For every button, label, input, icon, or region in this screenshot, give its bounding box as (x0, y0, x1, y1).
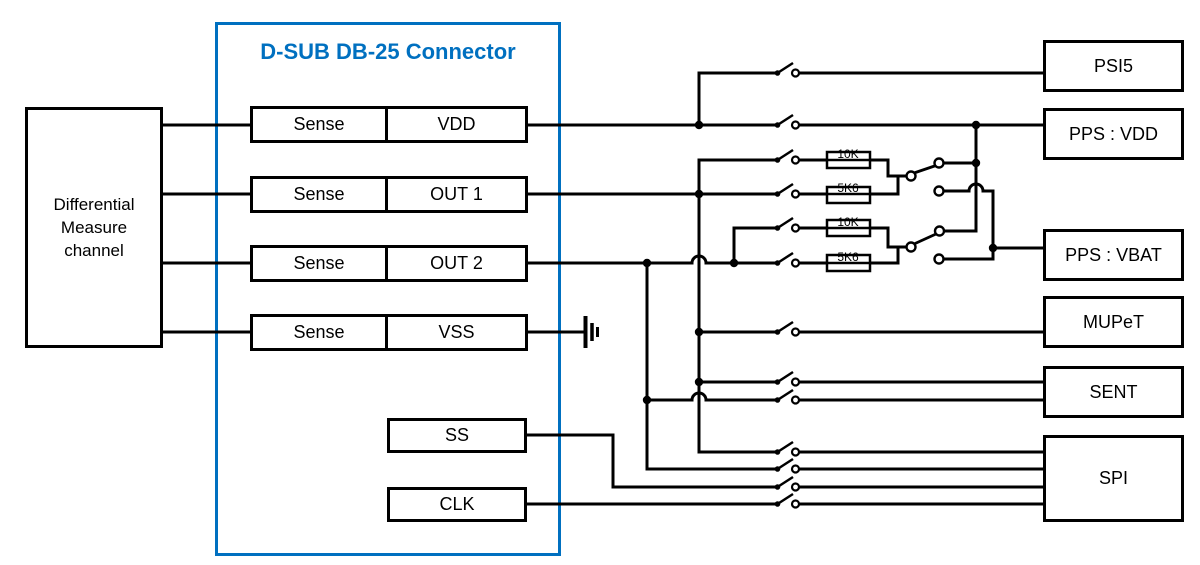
pin-clk-label: CLK (439, 494, 475, 514)
wire-out1-down (697, 194, 776, 454)
interface-label: PSI5 (1093, 55, 1134, 76)
differential-measure-channel-block: Differential Measure channel (25, 107, 163, 348)
junction-dot (729, 258, 739, 268)
switch-out1-10k-icon (774, 148, 801, 165)
junction-dot (642, 395, 652, 405)
interface-label: PPS : VBAT (1065, 244, 1162, 265)
interface-block-sent: SENT (1043, 366, 1184, 418)
switch-out1-5k6-icon (774, 182, 801, 199)
pin-ss-label: SS (444, 425, 469, 445)
junction-dot (694, 377, 704, 387)
switch-sent2-icon (774, 388, 801, 405)
pin-signal-cell: VDD (437, 114, 476, 134)
pin-signal-cell: OUT 2 (430, 253, 483, 273)
wire-psi5-a (697, 71, 776, 125)
interface-block-pps-vdd: PPS : VDD (1043, 108, 1184, 160)
pin-row-out1: Sense OUT 1 (250, 176, 528, 213)
pin-row-vdd: Sense VDD (250, 106, 528, 143)
interface-label: MUPeT (1082, 311, 1144, 332)
switch-spi4-icon (774, 492, 801, 509)
ground-icon (583, 316, 599, 348)
switch-mupet-icon (774, 320, 801, 337)
wire-out1-10k-branch (697, 158, 776, 194)
interface-block-spi: SPI (1043, 435, 1184, 522)
switch-spi2-icon (774, 457, 801, 474)
junction-dot (971, 158, 981, 168)
pin-signal-cell: VSS (438, 322, 475, 342)
junction-dot (971, 120, 981, 130)
pin-sense-cell: Sense (253, 317, 388, 348)
junction-dot (694, 327, 704, 337)
resistor-label: 5K6 (837, 181, 859, 195)
interface-label: PPS : VDD (1068, 123, 1159, 144)
interface-block-pps-vbat: PPS : VBAT (1043, 229, 1184, 281)
wire-out2-10k-branch (732, 226, 776, 263)
pin-box-clk: CLK (387, 487, 527, 522)
differential-measure-channel-label: Differential Measure channel (53, 195, 135, 260)
interface-label: SENT (1089, 381, 1138, 402)
selector-bottom-icon (905, 225, 946, 265)
switch-pps-vdd-icon (774, 113, 801, 130)
pin-sense-cell: Sense (253, 179, 388, 210)
interface-label: SPI (1098, 468, 1128, 488)
switches (774, 61, 801, 509)
selector-switches (905, 157, 946, 265)
wire-out2-a (528, 254, 776, 265)
pin-row-vss: Sense VSS (250, 314, 528, 351)
junction-dot (988, 243, 998, 253)
switch-out2-10k-icon (774, 216, 801, 233)
junction-dot (694, 189, 704, 199)
pin-row-out2: Sense OUT 2 (250, 245, 528, 282)
switch-psi5-icon (774, 61, 801, 78)
connector-title: D-SUB DB-25 Connector (260, 39, 516, 64)
switch-spi1-icon (774, 440, 801, 457)
switch-out2-5k6-icon (774, 251, 801, 268)
resistor-label: 10K (837, 215, 858, 229)
junction-dots (642, 120, 998, 405)
interface-block-mupet: MUPeT (1043, 296, 1184, 348)
junction-dot (642, 258, 652, 268)
wire-out2-down (645, 263, 776, 471)
resistors: 10K 5K6 10K 5K6 (825, 147, 872, 273)
connector-outline: D-SUB DB-25 Connector (215, 22, 561, 556)
pin-sense-cell: Sense (253, 248, 388, 279)
switch-sent1-icon (774, 370, 801, 387)
pin-sense-cell: Sense (253, 109, 388, 140)
pin-box-ss: SS (387, 418, 527, 453)
switch-spi3-icon (774, 475, 801, 492)
resistor-label: 5K6 (837, 250, 859, 264)
interface-block-psi5: PSI5 (1043, 40, 1184, 92)
wire-ss (527, 433, 776, 489)
resistor-label: 10K (837, 147, 858, 161)
wire-vdd-selector-vertical (944, 125, 978, 233)
wire-sent2-a (647, 391, 776, 402)
selector-top-icon (905, 157, 945, 197)
pin-signal-cell: OUT 1 (430, 184, 483, 204)
wire-throw-down-link (943, 182, 995, 261)
junction-dot (694, 120, 704, 130)
